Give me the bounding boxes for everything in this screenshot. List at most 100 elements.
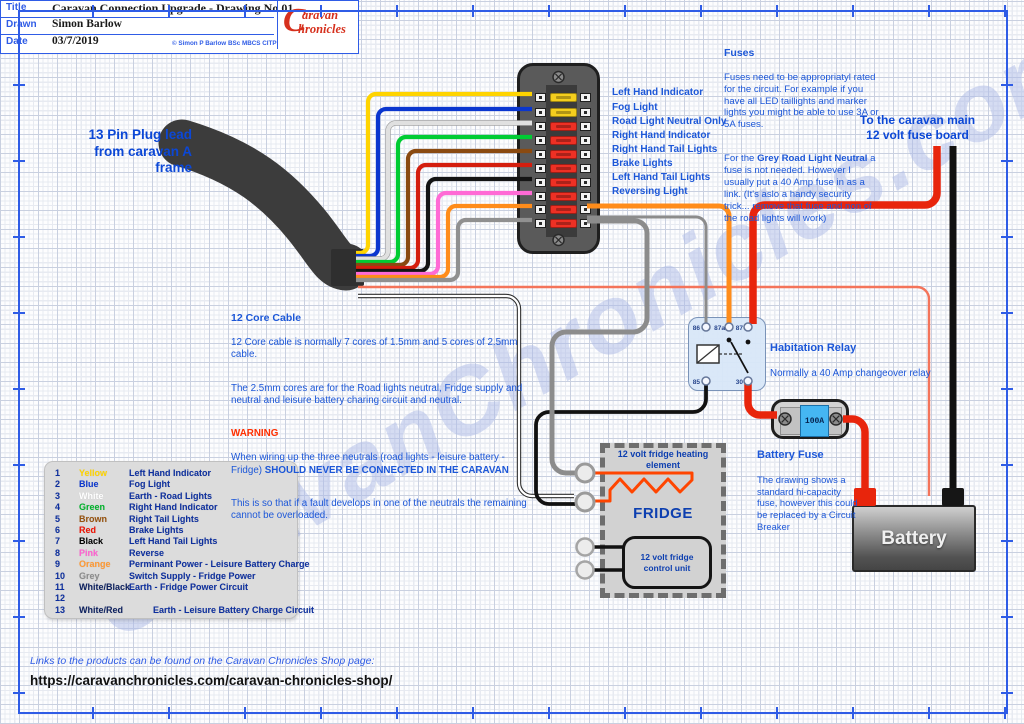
plug-lead-label: 13 Pin Plug lead from caravan A frame (88, 127, 192, 176)
legend-pin-number: 12 (55, 593, 66, 604)
title-label: Title (6, 2, 27, 13)
blade-fuse (549, 218, 577, 228)
core-cable-p4: This is so that if a fault develops in o… (231, 497, 527, 521)
legend-color-name: Grey (79, 570, 100, 581)
legend-function: Right Hand Indicator (129, 502, 218, 513)
legend-function: Left Hand Tail Lights (129, 536, 218, 547)
blade-fuse (549, 149, 577, 159)
warning-body: When wiring up the three neutrals (road … (231, 452, 509, 476)
legend-pin-number: 2 (55, 479, 61, 490)
legend-color-name: White (79, 490, 104, 501)
fuse-terminal-left (534, 135, 546, 145)
cable-end-block (331, 249, 364, 286)
core-cable-note: 12 Core Cable 12 Core cable is normally … (231, 300, 551, 534)
legend-function: Reverse (129, 547, 165, 558)
wire-orange (356, 203, 532, 280)
battery-fuse-holder: 100A (771, 399, 849, 439)
to-fuse-board-label: To the caravan main 12 volt fuse board (859, 113, 976, 142)
core-cable-p2: The 2.5mm cores are for the Road lights … (231, 382, 523, 406)
fuse-label: Reversing Light (612, 186, 688, 197)
battery-fuse-title: Battery Fuse (757, 448, 824, 461)
blade-fuse (549, 191, 577, 201)
fuse-label: Left Hand Indicator (612, 87, 704, 98)
legend-pin-number: 6 (55, 525, 61, 535)
frame-ticks-bottom (18, 707, 1008, 719)
legend-function: Perminant Power - Leisure Battery Charge (129, 559, 310, 570)
battery-label: Battery (881, 527, 947, 549)
wire-yellow (356, 91, 532, 256)
fuse-label: Left Hand Tail Lights (612, 172, 711, 183)
wire-bundle-outline (356, 120, 532, 262)
fuse-box (517, 63, 600, 254)
legend-pin-number: 11 (55, 582, 65, 592)
fuse-terminal-right (579, 135, 591, 145)
fuse-terminal-left (534, 107, 546, 117)
date-row: Date 03/7/2019 © Simon P Barlow BSc MBCS… (0, 34, 277, 49)
fridge-terminal-earth (574, 491, 596, 513)
legend-function: Left Hand Indicator (129, 468, 212, 478)
habitation-relay-box (688, 317, 766, 391)
fuse-terminal-right (579, 149, 591, 159)
fuse-terminal-left (534, 149, 546, 159)
frame-ticks-left (13, 10, 25, 714)
fridge-terminal-supply (574, 462, 596, 484)
legend-color-name: Green (79, 502, 106, 513)
fridge-control-label: 12 volt fridge control unit (640, 551, 694, 573)
legend-function: Earth - Fridge Power Circuit (129, 582, 249, 592)
shop-url: https://caravanchronicles.com/caravan-ch… (30, 673, 393, 688)
fuse-terminal-right (579, 191, 591, 201)
battery-negative-terminal (942, 488, 964, 506)
legend-color-name: Red (79, 525, 97, 535)
legend-color-name: Blue (79, 479, 99, 490)
legend-color-name: Black (79, 536, 104, 547)
wire-green (356, 134, 532, 265)
legend-color-name: Pink (79, 547, 99, 558)
legend-pin-number: 7 (55, 536, 61, 547)
blade-fuse (549, 121, 577, 131)
legend-function: Fog Light (129, 479, 170, 490)
wire-pink (356, 190, 532, 277)
plug-cable (158, 119, 370, 291)
legend-function: Brake Lights (129, 525, 184, 535)
copyright: © Simon P Barlow BSc MBCS CITP (172, 40, 277, 47)
wire-white (356, 120, 532, 262)
fuse-terminal-left (534, 177, 546, 187)
relay-subtitle: Normally a 40 Amp changeover relay (770, 367, 931, 379)
fuse-label: Right Hand Indicator (612, 130, 711, 141)
battery-fuse-body-text: The drawing shows a standard hi-capacity… (757, 473, 858, 532)
legend-pin-number: 8 (55, 547, 61, 558)
drawn-by: Simon Barlow (52, 18, 122, 30)
warning-title: WARNING (231, 428, 279, 440)
fuse-label: Road Light Neutral Only (612, 116, 727, 127)
legend-color-name: White/Red (79, 604, 123, 615)
drawn-row: Drawn Simon Barlow (0, 17, 274, 35)
fuse-terminal-left (534, 191, 546, 201)
shop-links-note: Links to the products can be found on th… (30, 655, 375, 667)
legend-function: Earth - Leisure Battery Charge Circuit (153, 604, 315, 615)
frame-ticks-right (1001, 10, 1013, 714)
wire-black (356, 176, 532, 274)
fuse-terminal-right (579, 163, 591, 173)
blade-fuse (549, 177, 577, 187)
battery-box: Battery (852, 505, 976, 572)
blade-fuse (549, 92, 577, 102)
fuse-terminal-right (579, 177, 591, 187)
fuse-terminal-left (534, 218, 546, 228)
fuse-terminal-right (579, 107, 591, 117)
logo-line2: hronicles (298, 22, 346, 36)
fuse-terminal-right (579, 204, 591, 214)
legend-pin-number: 3 (55, 490, 61, 501)
legend-function: Right Tail Lights (129, 513, 199, 524)
battery-fuse-rating: 100A (800, 405, 829, 437)
fuse-label: Fog Light (612, 102, 658, 113)
blade-fuse (549, 163, 577, 173)
fuse-terminal-right (579, 92, 591, 102)
fridge-heating-label: 12 volt fridge heating element (617, 449, 709, 471)
relay-title: Habitation Relay (770, 342, 857, 355)
fuse-terminal-left (534, 121, 546, 131)
legend-pin-number: 13 (55, 604, 66, 615)
wire-blue (356, 106, 532, 259)
fuse-terminal-left (534, 92, 546, 102)
wire-grey (356, 217, 532, 283)
